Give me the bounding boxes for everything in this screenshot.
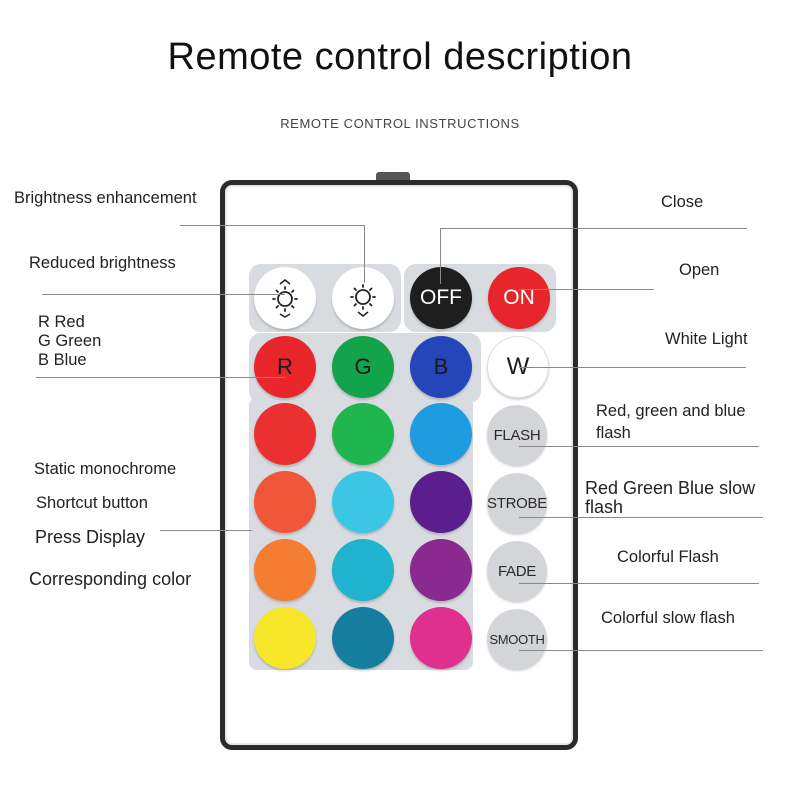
label-reduced-brightness: Reduced brightness xyxy=(29,254,176,272)
color-button-r3-c2[interactable] xyxy=(332,539,394,601)
color-button-r4-c1[interactable] xyxy=(254,607,316,669)
leader-brightness-up-h xyxy=(180,225,364,226)
white-button-label: W xyxy=(506,353,530,380)
smooth-button-label: SMOOTH xyxy=(489,631,545,647)
fade-button[interactable]: FADE xyxy=(487,541,547,601)
blue-button[interactable]: B xyxy=(410,336,472,398)
brightness-up-icon xyxy=(272,278,298,318)
flash-button-label: FLASH xyxy=(493,426,541,444)
color-button-r1-c2[interactable] xyxy=(332,403,394,465)
leader-rgb xyxy=(36,377,286,378)
color-button-r1-c3[interactable] xyxy=(410,403,472,465)
label-corresponding-color: Corresponding color xyxy=(29,569,192,589)
label-close: Close xyxy=(661,193,704,211)
label-r-red: R Red xyxy=(38,313,85,331)
red-button[interactable]: R xyxy=(254,336,316,398)
remote-antenna-nub xyxy=(376,172,410,180)
label-flash-line2: flash xyxy=(596,424,631,442)
leader-strobe xyxy=(519,517,763,518)
leader-fade xyxy=(519,583,759,584)
label-strobe-line1: Red Green Blue slow xyxy=(585,478,756,498)
off-button[interactable]: OFF xyxy=(410,267,472,329)
label-b-blue: B Blue xyxy=(38,351,87,369)
blue-button-label: B xyxy=(433,354,449,379)
red-button-label: R xyxy=(277,354,293,379)
leader-color-grid xyxy=(160,530,252,531)
label-fade: Colorful Flash xyxy=(617,548,719,566)
brightness-down-icon xyxy=(350,284,376,318)
off-button-label: OFF xyxy=(420,286,462,309)
label-flash-line1: Red, green and blue xyxy=(596,402,746,420)
strobe-button-label: STROBE xyxy=(487,494,547,512)
label-smooth: Colorful slow flash xyxy=(601,609,735,627)
label-white-light: White Light xyxy=(665,330,748,348)
label-brightness-enhancement: Brightness enhancement xyxy=(14,189,197,207)
leader-close-v xyxy=(440,228,441,284)
color-button-r4-c3[interactable] xyxy=(410,607,472,669)
leader-brightness-up-v xyxy=(364,225,365,283)
label-strobe-line2: flash xyxy=(585,497,624,517)
color-button-r4-c2[interactable] xyxy=(332,607,394,669)
label-static-monochrome: Static monochrome xyxy=(34,460,177,478)
color-button-r2-c2[interactable] xyxy=(332,471,394,533)
leader-brightness-down xyxy=(42,294,285,295)
leader-white xyxy=(519,367,746,368)
green-button[interactable]: G xyxy=(332,336,394,398)
color-button-r2-c1[interactable] xyxy=(254,471,316,533)
leader-close-h xyxy=(440,228,747,229)
page-subtitle: REMOTE CONTROL INSTRUCTIONS xyxy=(280,116,520,131)
fade-button-label: FADE xyxy=(498,562,536,580)
on-button-label: ON xyxy=(503,286,535,309)
color-button-r2-c3[interactable] xyxy=(410,471,472,533)
green-button-label: G xyxy=(354,354,372,379)
color-button-r3-c1[interactable] xyxy=(254,539,316,601)
label-open: Open xyxy=(679,261,720,279)
leader-smooth xyxy=(519,650,763,651)
label-g-green: G Green xyxy=(38,332,102,350)
label-shortcut-button: Shortcut button xyxy=(36,494,148,512)
smooth-button[interactable]: SMOOTH xyxy=(487,609,547,669)
leader-open xyxy=(519,289,654,290)
page-title: Remote control description xyxy=(167,36,633,78)
label-press-display: Press Display xyxy=(35,527,146,547)
brightness-down-button[interactable] xyxy=(332,267,394,329)
color-button-r3-c3[interactable] xyxy=(410,539,472,601)
flash-button[interactable]: FLASH xyxy=(487,405,547,465)
brightness-up-button[interactable] xyxy=(254,267,316,329)
strobe-button[interactable]: STROBE xyxy=(487,473,547,533)
color-button-r1-c1[interactable] xyxy=(254,403,316,465)
on-button[interactable]: ON xyxy=(488,267,550,329)
leader-flash xyxy=(519,446,759,447)
